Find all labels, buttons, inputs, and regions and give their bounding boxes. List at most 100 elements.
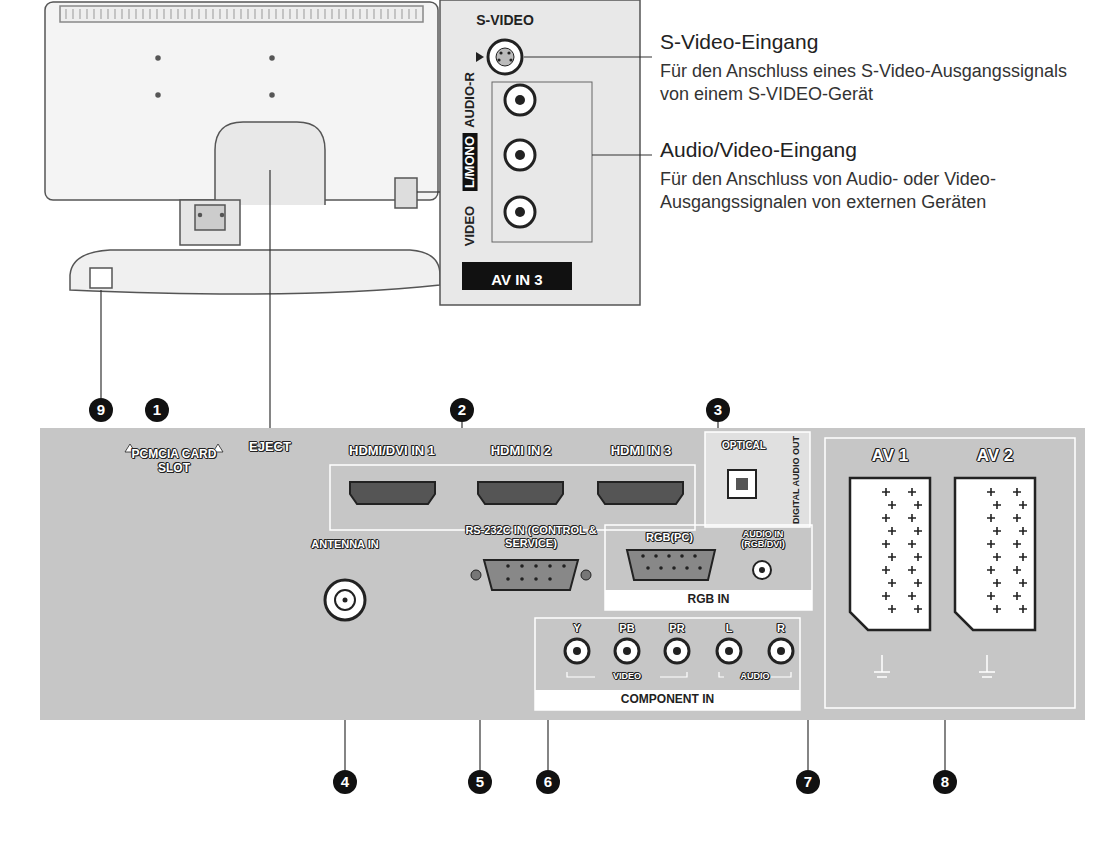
heading-text: Audio/Video-Eingang	[660, 138, 1090, 162]
connector-group: HDMI/DVI IN 1HDMI IN 2HDMI IN 3	[330, 438, 695, 533]
port-label: PCMCIA CARD SLOT	[124, 448, 224, 476]
scart-pin	[1019, 527, 1027, 535]
dsub-pin	[548, 577, 552, 581]
vent-slot	[353, 9, 354, 19]
port-label: Y	[562, 622, 592, 635]
vent-slot	[192, 9, 193, 19]
dsub-pin	[672, 566, 676, 570]
vent-slot	[332, 9, 333, 19]
scart-pin	[914, 579, 922, 587]
vent-slot	[276, 9, 277, 19]
vent-slot	[108, 9, 109, 19]
vent-slot	[199, 9, 200, 19]
connector-group: AV 1 AV 2	[825, 438, 1075, 708]
vent-slot	[213, 9, 214, 19]
port-label: PR	[662, 622, 692, 635]
port-label: ANTENNA IN	[305, 538, 385, 551]
vent-slot	[227, 9, 228, 19]
description-text: Für den Anschluss von Audio- oder Video-…	[660, 168, 1080, 215]
scart-pin	[888, 527, 896, 535]
vent-slot	[122, 9, 123, 19]
vent-slot	[409, 9, 410, 19]
tv-back	[45, 2, 440, 294]
connector-panel	[40, 428, 1085, 720]
port-label: RGB IN	[605, 593, 812, 607]
dsub-pin	[520, 564, 524, 568]
vent-slot	[66, 9, 67, 19]
heading-text: S-Video-Eingang	[660, 30, 1090, 54]
vent-slots	[66, 9, 416, 19]
port-label: RGB(PC)	[622, 531, 717, 544]
connector-group: OPTICAL DIGITAL AUDIO OUT	[705, 432, 810, 527]
connector-group: RGB(PC)AUDIO IN (RGB/DVI)RGB IN	[605, 525, 812, 610]
dsub-pin	[667, 554, 671, 558]
scart-pin	[993, 553, 1001, 561]
connector-group: YPBPRLRVIDEOAUDIOCOMPONENT IN	[535, 618, 800, 710]
vent-slot	[283, 9, 284, 19]
vent-slot	[185, 9, 186, 19]
scart-pin	[1019, 501, 1027, 509]
port-label: PB	[612, 622, 642, 635]
side-panel	[440, 0, 640, 305]
scart-pin	[987, 488, 995, 496]
scart-pin	[882, 488, 890, 496]
dsub-pin	[506, 577, 510, 581]
dsub-pin	[685, 566, 689, 570]
scart-pin	[1013, 592, 1021, 600]
scart-pin	[882, 566, 890, 574]
scart-pin	[1013, 566, 1021, 574]
vent-slot	[388, 9, 389, 19]
callout-number: 5	[468, 770, 492, 794]
scart-pin	[888, 553, 896, 561]
port-label: AV 1	[850, 446, 930, 466]
port-label: L	[714, 622, 744, 635]
dsub-pin	[646, 566, 650, 570]
scart-pin	[914, 527, 922, 535]
vent-slot	[241, 9, 242, 19]
port-label: AV 2	[955, 446, 1035, 466]
connector-panel: S-VIDEOVIDEOL/MONOAUDIO-RAV IN 3	[440, 0, 640, 305]
scart-pin	[1013, 540, 1021, 548]
connector-pins	[506, 488, 1027, 613]
callout-number: 9	[89, 398, 113, 422]
vent-slot	[297, 9, 298, 19]
dsub-pin	[659, 566, 663, 570]
scart-pin	[993, 605, 1001, 613]
port-label: HDMI IN 2	[475, 444, 567, 459]
callout-number: 1	[145, 398, 169, 422]
scart-pin	[908, 514, 916, 522]
vent-slot	[269, 9, 270, 19]
vent-slot	[346, 9, 347, 19]
dsub-pin	[562, 564, 566, 568]
scart-pin	[1013, 488, 1021, 496]
port-label: OPTICAL	[709, 440, 779, 452]
vent-slot	[80, 9, 81, 19]
port-label: AUDIO-R	[463, 72, 478, 128]
port-label: AV IN 3	[462, 271, 572, 288]
port-label: DIGITAL AUDIO OUT	[791, 436, 801, 524]
vent-slot	[94, 9, 95, 19]
scart-pin	[993, 501, 1001, 509]
scart-pin	[908, 566, 916, 574]
vent-slot	[402, 9, 403, 19]
vent-slot	[73, 9, 74, 19]
scart-pin	[908, 488, 916, 496]
dsub-pin	[641, 554, 645, 558]
callout-number: 3	[706, 398, 730, 422]
scart-pin	[987, 566, 995, 574]
dsub-pin	[680, 554, 684, 558]
description-text: Für den Anschluss eines S-Video-Ausgangs…	[660, 60, 1080, 107]
callout-number: 8	[933, 770, 957, 794]
callout-number: 2	[450, 398, 474, 422]
vent-slot	[255, 9, 256, 19]
scart-pin	[882, 592, 890, 600]
scart-pin	[914, 553, 922, 561]
port-label: R	[766, 622, 796, 635]
vent-slot	[416, 9, 417, 19]
scart-pin	[882, 514, 890, 522]
dsub-pin	[534, 564, 538, 568]
scart-pin	[1019, 579, 1027, 587]
port-label: EJECT	[240, 440, 300, 455]
scart-pin	[1019, 605, 1027, 613]
